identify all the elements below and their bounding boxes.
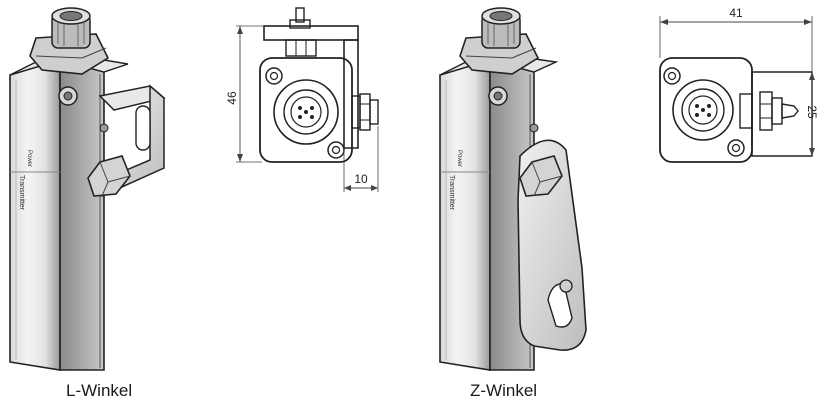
l-bracket-caption: L-Winkel	[66, 381, 133, 400]
dimension-l-offset: 10	[354, 172, 368, 186]
dimension-l-height: 46	[225, 91, 239, 105]
z-bracket-caption: Z-Winkel	[470, 381, 538, 400]
transmitter-label-l: Transmitter	[18, 175, 25, 211]
dimension-z-height: 25	[805, 105, 818, 119]
power-label-z: Power	[456, 150, 462, 167]
z-bracket-front-view: 41 25	[659, 6, 818, 163]
transmitter-label-z: Transmitter	[448, 175, 455, 211]
l-bracket-front-view: 46 10	[225, 7, 379, 192]
dimension-z-width: 41	[729, 6, 743, 20]
z-bracket-3d-view: Power Transmitter	[439, 7, 587, 371]
power-label-l: Power	[26, 150, 32, 167]
l-bracket-3d-view: Power Transmitter	[9, 7, 166, 371]
